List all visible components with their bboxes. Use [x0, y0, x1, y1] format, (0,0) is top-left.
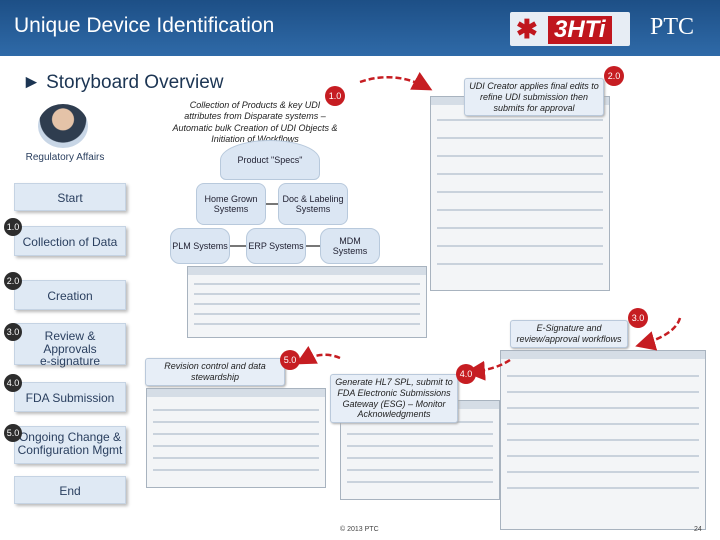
udi-creator-badge: 2.0 — [604, 66, 624, 86]
revision-callout: Revision control and data stewardship — [145, 358, 285, 386]
copyright: © 2013 PTC — [340, 526, 379, 533]
revision-badge: 5.0 — [280, 350, 300, 370]
hl7-badge: 4.0 — [456, 364, 476, 384]
esignature-badge: 3.0 — [628, 308, 648, 328]
page-number: 24 — [694, 526, 702, 533]
esignature-callout: E-Signature and review/approval workflow… — [510, 320, 628, 348]
arrow-3-to-4 — [470, 360, 510, 372]
hl7-callout: Generate HL7 SPL, submit to FDA Electron… — [330, 374, 458, 423]
udi-creator-callout: UDI Creator applies final edits to refin… — [464, 78, 604, 116]
arrow-1-to-2 — [360, 77, 428, 88]
arrow-4-to-5 — [300, 355, 340, 362]
